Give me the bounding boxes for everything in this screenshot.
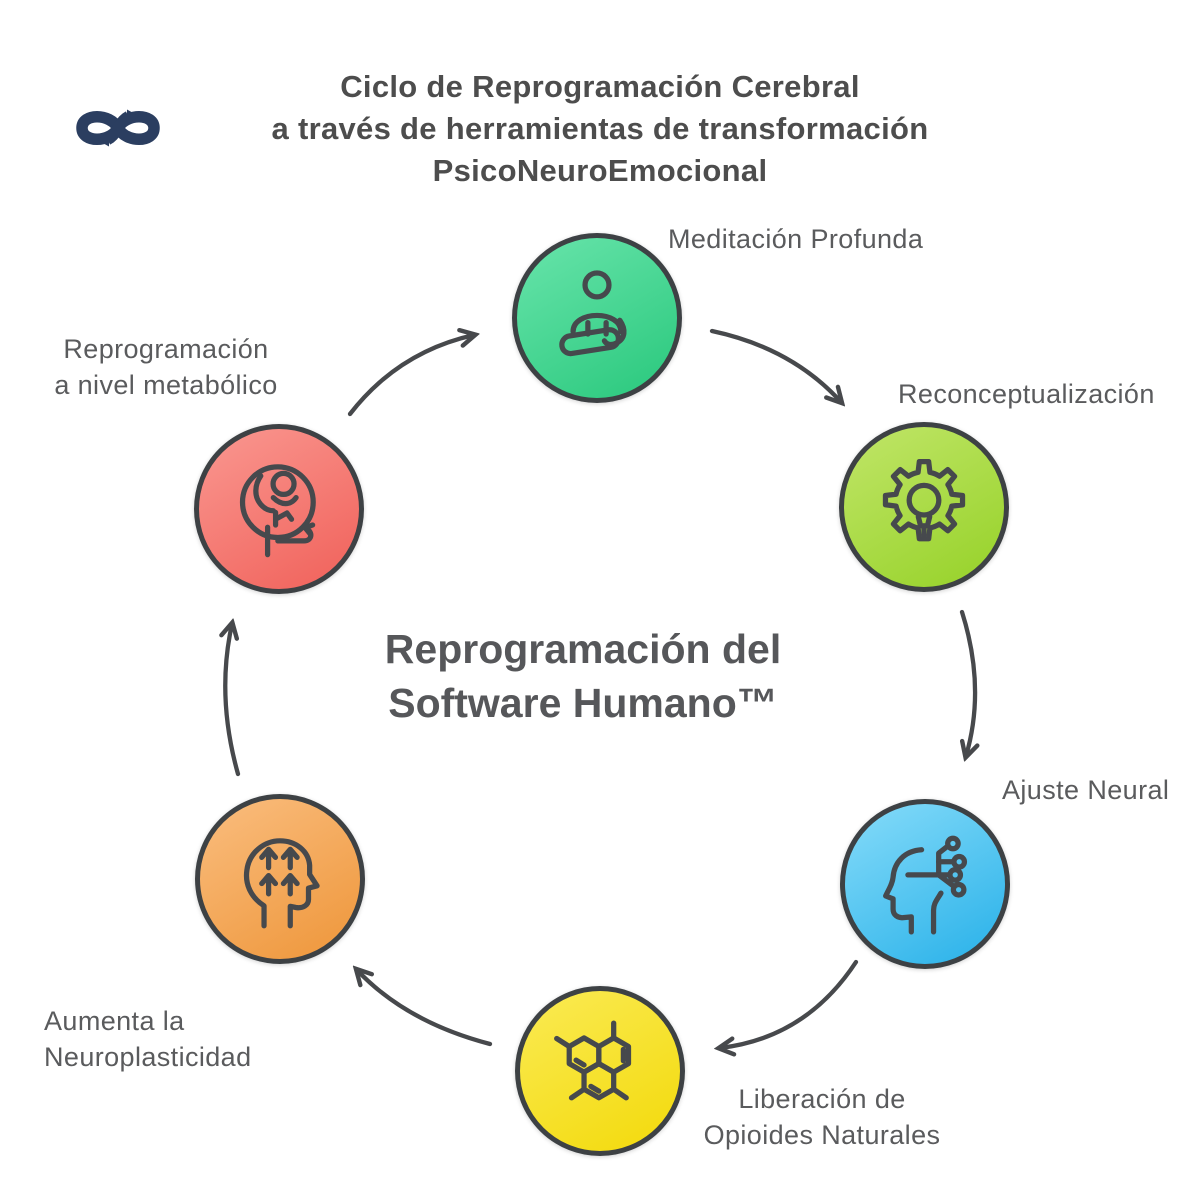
node-reprogramacion-metabolica — [194, 424, 364, 594]
page-title-line-1: Ciclo de Reprogramación Cerebral — [340, 69, 860, 104]
node-liberacion-opioides — [515, 986, 685, 1156]
logo-arrowhead-bottom — [96, 132, 109, 147]
meditation-person-icon — [559, 270, 627, 357]
node-aumenta-neuroplasticidad — [195, 794, 365, 964]
center-title-line-2: Software Humano™ — [388, 680, 778, 726]
arrow-ajuste-to-liberacion — [720, 959, 859, 1048]
logo-arrowhead-top — [127, 109, 140, 124]
head-up-arrows-icon — [243, 838, 320, 929]
arrow-meditacion-to-reconceptualizacion — [709, 328, 841, 402]
label-reprogramacion-metabolica: Reprogramación a nivel metabólico — [54, 334, 278, 400]
arrow-metabolico-to-meditacion — [347, 335, 474, 417]
arrow-reconceptualizacion-to-ajuste — [959, 609, 975, 756]
center-title: Reprogramación del Software Humano™ — [268, 604, 898, 748]
center-title-line-1: Reprogramación del — [384, 626, 782, 672]
arrow-neuroplasticidad-to-metabolico — [225, 624, 241, 777]
label-reconceptualizacion: Reconceptualización — [898, 379, 1155, 409]
label-liberacion-opioides: Liberación de Opioides Naturales — [703, 1084, 941, 1150]
infinity-arrows-logo — [76, 109, 160, 147]
page-title-line-2: a través de herramientas de transformaci… — [271, 111, 929, 146]
page-title-line-3: PsicoNeuroEmocional — [432, 153, 768, 188]
person-metabolism-icon — [239, 464, 316, 558]
node-reconceptualizacion — [839, 422, 1009, 592]
molecule-icon — [554, 1020, 632, 1101]
node-meditacion-profunda — [512, 233, 682, 403]
page-title: Ciclo de Reprogramación Cerebral a travé… — [100, 66, 1100, 192]
label-aumenta-neuroplasticidad: Aumenta la Neuroplasticidad — [44, 1006, 252, 1072]
gear-lightbulb-icon — [882, 459, 966, 542]
node-ajuste-neural — [840, 799, 1010, 969]
label-meditacion-profunda: Meditación Profunda — [668, 224, 924, 254]
head-circuit-icon — [883, 835, 968, 935]
arrow-liberacion-to-neuroplasticidad — [357, 970, 493, 1047]
label-ajuste-neural: Ajuste Neural — [1002, 775, 1170, 805]
